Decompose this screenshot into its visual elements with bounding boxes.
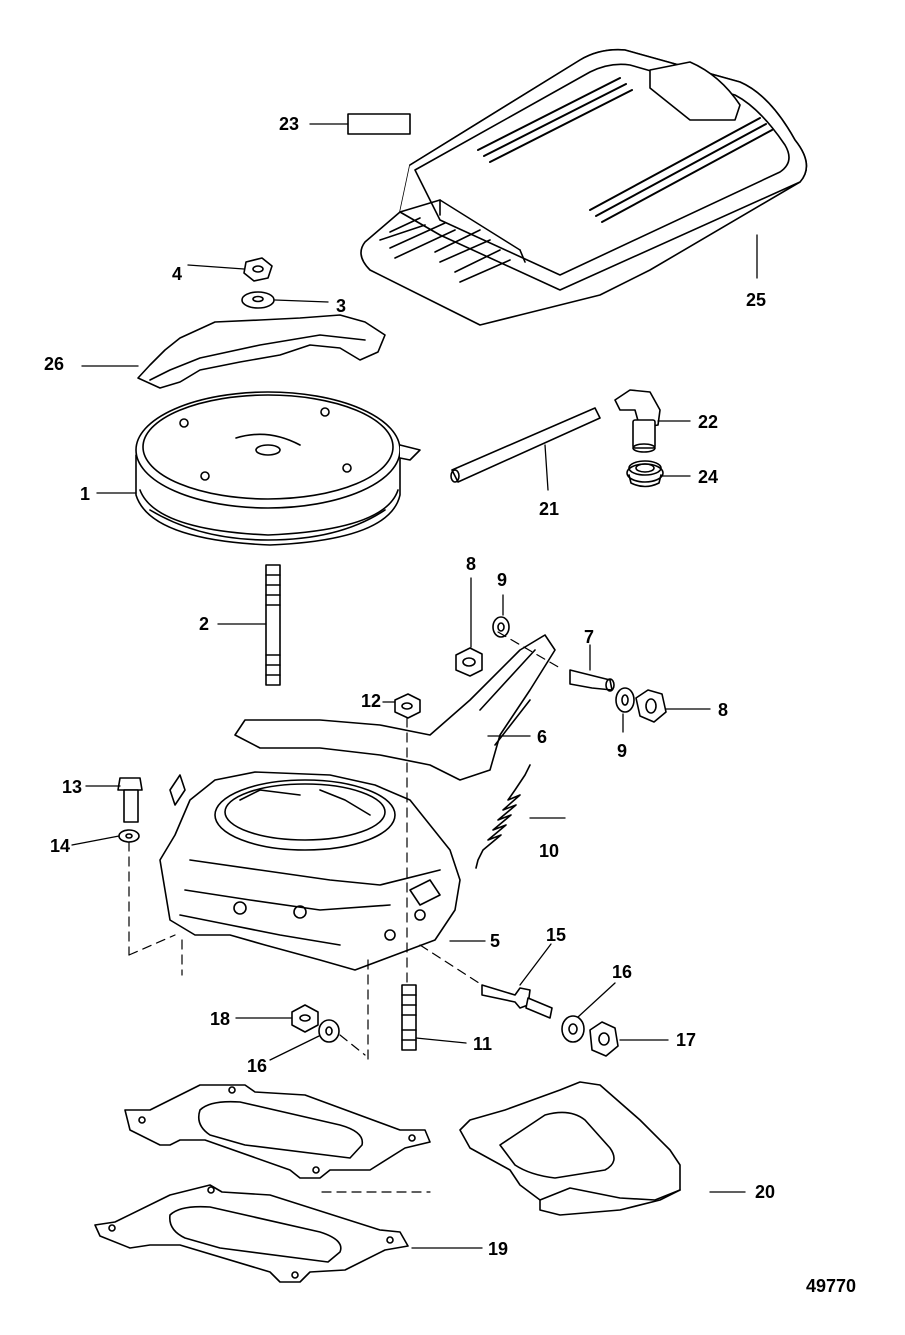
callout-16-lower: 16 [247, 1056, 268, 1076]
stud-part-11 [401, 984, 417, 1051]
pin-part-7 [569, 669, 615, 692]
callout-21: 21 [539, 499, 560, 519]
callout-18: 18 [210, 1009, 231, 1029]
callout-9-upper: 9 [497, 570, 508, 590]
nut-part-12 [394, 693, 421, 719]
flame-arrestor-part-1 [135, 391, 421, 546]
washer-part-16-upper [561, 1015, 585, 1043]
callout-25: 25 [746, 290, 767, 310]
callout-9-lower: 9 [617, 741, 628, 761]
callout-8-lower: 8 [718, 700, 729, 720]
callout-26: 26 [44, 354, 65, 374]
callout-20: 20 [755, 1182, 776, 1202]
callout-12: 12 [361, 691, 382, 711]
stud-part-2 [265, 564, 281, 686]
callout-23: 23 [279, 114, 300, 134]
washer-part-9-lower [615, 687, 635, 713]
washer-part-3 [241, 291, 275, 309]
nut-part-8-upper [455, 647, 483, 677]
callout-1: 1 [80, 484, 91, 504]
callout-15: 15 [546, 925, 567, 945]
callout-11: 11 [473, 1034, 493, 1054]
nut-part-18 [291, 1004, 319, 1033]
figure-number: 49770 [806, 1276, 857, 1296]
callout-4: 4 [172, 264, 183, 284]
callout-2: 2 [199, 614, 210, 634]
washer-part-16-lower [318, 1019, 340, 1043]
throttle-bracket-part-6 [234, 634, 556, 781]
stud-part-15 [481, 984, 553, 1019]
callout-22: 22 [698, 412, 719, 432]
elbow-fitting-part-22 [614, 389, 661, 453]
decal-part [347, 113, 411, 135]
gasket-upper [124, 1084, 431, 1179]
callout-5: 5 [490, 931, 501, 951]
nut-part-4 [243, 257, 273, 282]
hose-part-21 [450, 407, 601, 483]
callout-16-upper: 16 [612, 962, 633, 982]
grommet-part-24 [626, 460, 664, 488]
callout-24: 24 [698, 467, 719, 487]
callout-17: 17 [676, 1030, 697, 1050]
callout-14: 14 [50, 836, 71, 856]
gasket-part-19 [94, 1184, 409, 1283]
callout-10: 10 [539, 841, 560, 861]
washer-part-14 [118, 829, 140, 843]
callout-3: 3 [336, 296, 347, 316]
spacer-part-20 [459, 1081, 681, 1216]
washer-part-9-upper [492, 616, 510, 638]
carburetor-part-5 [159, 771, 461, 971]
callout-8-upper: 8 [466, 554, 477, 574]
nut-part-8-lower [635, 689, 667, 723]
callout-13: 13 [62, 777, 83, 797]
engine-cover-part [360, 48, 808, 326]
callout-19: 19 [488, 1239, 509, 1259]
spring-part-10 [475, 764, 531, 869]
callout-6: 6 [537, 727, 548, 747]
bracket-part-26 [137, 314, 386, 389]
callout-7: 7 [584, 627, 595, 647]
nut-part-17 [589, 1021, 619, 1057]
bolt-part-13 [117, 777, 143, 823]
